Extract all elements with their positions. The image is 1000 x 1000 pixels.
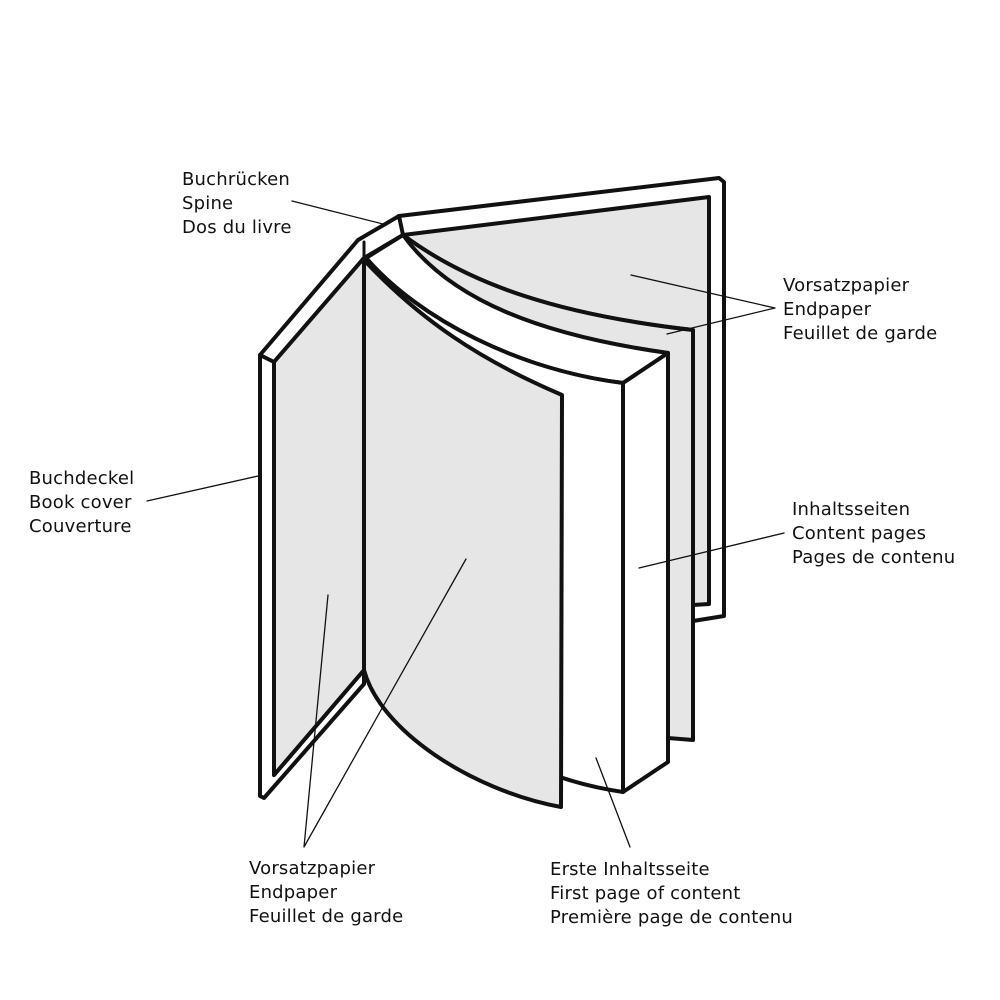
front-free-endpaper (362, 258, 564, 809)
leader-endpaper-bottom (303, 558, 467, 848)
endpaper-bottom-label-de: Vorsatzpapier (249, 858, 376, 879)
first-page-label-fr: Première page de contenu (550, 907, 793, 928)
first-page-label-de: Erste Inhaltsseite (550, 859, 710, 880)
spine-label-de: Buchrücken (182, 169, 291, 190)
endpaper-right-label-de: Vorsatzpapier (783, 275, 910, 296)
first-page-label: Erste Inhaltsseite First page of content… (550, 858, 793, 930)
book-cover-label-fr: Couverture (29, 516, 132, 537)
leader-cover (146, 475, 259, 502)
endpaper-bottom-label-en: Endpaper (249, 882, 338, 903)
spine-top-edge (362, 214, 405, 260)
endpaper-right-label: Vorsatzpapier Endpaper Feuillet de garde (783, 274, 937, 346)
leader-spine (291, 200, 384, 225)
leader-endpaper-right (630, 274, 776, 335)
endpaper-right-label-en: Endpaper (783, 299, 872, 320)
content-pages-label: Inhaltsseiten Content pages Pages de con… (792, 498, 955, 570)
content-pages-label-fr: Pages de contenu (792, 547, 956, 568)
spine-label: Buchrücken Spine Dos du livre (182, 168, 292, 240)
endpaper-bottom-label: Vorsatzpapier Endpaper Feuillet de garde (249, 857, 403, 929)
book-cover-label: Buchdeckel Book cover Couverture (29, 467, 134, 539)
endpaper-bottom-label-fr: Feuillet de garde (249, 906, 404, 927)
endpaper-right-label-fr: Feuillet de garde (783, 323, 938, 344)
front-pastedown-endpaper (272, 256, 366, 777)
book-cover-label-de: Buchdeckel (29, 468, 135, 489)
book-cover-label-en: Book cover (29, 492, 132, 513)
content-pages-label-de: Inhaltsseiten (792, 499, 911, 520)
content-pages-label-en: Content pages (792, 523, 927, 544)
leader-content (638, 532, 785, 569)
content-pages-fore-edge (621, 351, 670, 794)
first-page-label-en: First page of content (550, 883, 741, 904)
leader-first-page (595, 757, 631, 848)
spine-label-en: Spine (182, 193, 234, 214)
spine-label-fr: Dos du livre (182, 217, 292, 238)
